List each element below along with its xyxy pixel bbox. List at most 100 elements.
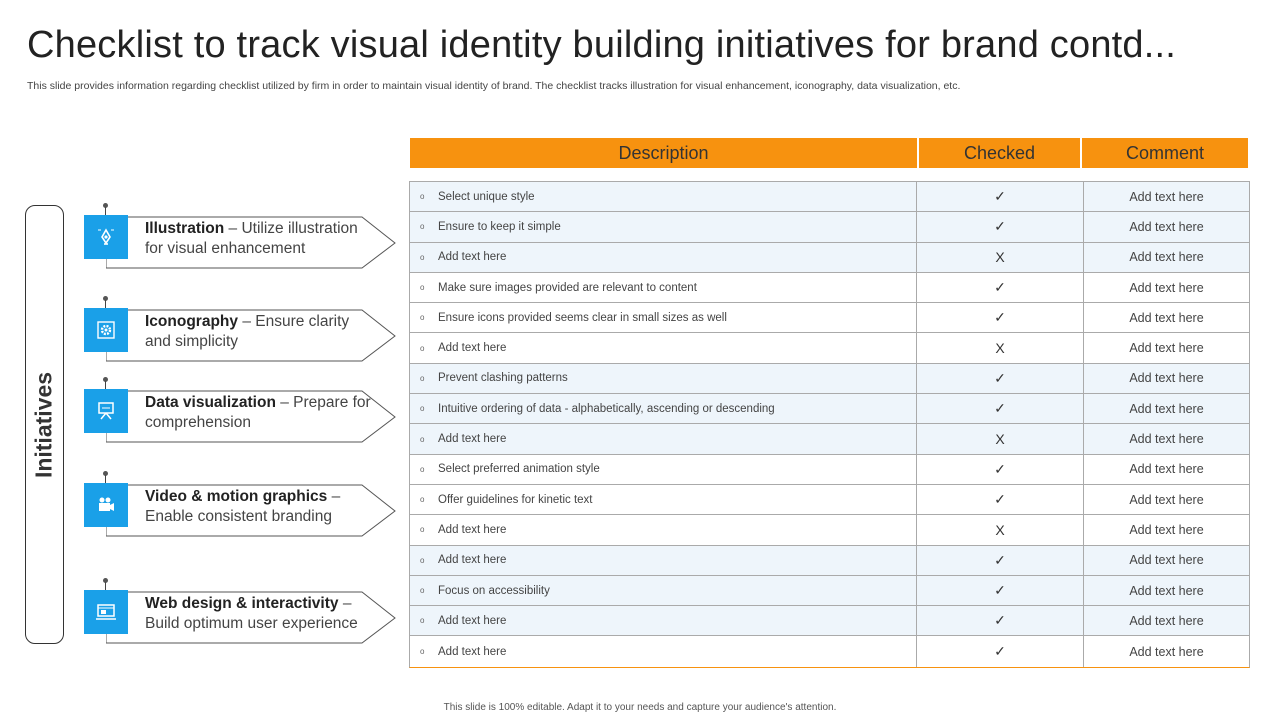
bullet-icon: o <box>420 586 425 595</box>
checked-cell: X <box>917 515 1084 545</box>
bullet-icon: o <box>420 283 425 293</box>
initiative-desc: – Utilize illustration for visual enhanc… <box>145 220 358 257</box>
desc-cell: o Add text here <box>410 333 917 363</box>
desc-cell: o Select unique style <box>410 182 917 212</box>
initiative-text: Data visualization – Prepare for compreh… <box>145 393 375 432</box>
desc-text: Intuitive ordering of data - alphabetica… <box>438 402 775 415</box>
desc-text: Add text here <box>438 433 507 446</box>
bullet-icon: o <box>420 464 425 474</box>
comment-cell: Add text here <box>1129 310 1204 325</box>
connector-line <box>105 381 106 389</box>
initiatives-bracket <box>25 205 64 644</box>
bullet-icon: o <box>420 343 425 353</box>
checked-cell: X <box>917 333 1084 363</box>
initiative-video-motion: Video & motion graphics – Enable consist… <box>84 471 396 538</box>
pen-tool-icon <box>84 215 128 259</box>
slide-title: Checklist to track visual identity build… <box>27 24 1177 66</box>
bullet-icon: o <box>420 373 425 383</box>
checked-cell: ✓ <box>917 272 1084 303</box>
desc-text: Ensure icons provided seems clear in sma… <box>438 311 727 324</box>
chevron-arrow-shape <box>106 390 396 443</box>
desc-text: Add text here <box>438 614 507 627</box>
desc-text: Prevent clashing patterns <box>438 372 568 385</box>
bullet-icon: o <box>420 252 425 262</box>
comment-cell: Add text here <box>1129 492 1204 507</box>
chevron-arrow-shape <box>106 484 396 537</box>
bullet-icon: o <box>420 222 425 232</box>
comment-cell: Add text here <box>1129 189 1204 204</box>
comment-cell: Add text here <box>1129 644 1204 659</box>
comment-cell: Add text here <box>1129 341 1204 356</box>
comment-cell: Add text here <box>1129 371 1204 386</box>
comment-cell: Add text here <box>1129 250 1204 265</box>
desc-text: Select unique style <box>438 190 535 203</box>
checked-cell: ✓ <box>917 636 1084 667</box>
initiative-desc: – Build optimum user experience <box>145 595 358 632</box>
desc-cell: o Prevent clashing patterns <box>410 363 917 394</box>
connector-line <box>105 300 106 308</box>
checked-cell: ✓ <box>917 394 1084 424</box>
web-design-icon <box>84 590 128 634</box>
initiative-text: Iconography – Ensure clarity and simplic… <box>145 312 375 351</box>
desc-text: Add text here <box>438 523 507 536</box>
bullet-icon: o <box>420 192 425 202</box>
bullet-icon: o <box>420 434 425 444</box>
desc-text: Select preferred animation style <box>438 463 600 476</box>
checked-cell: ✓ <box>917 454 1084 484</box>
checked-cell: ✓ <box>917 484 1084 515</box>
comment-cell: Add text here <box>1129 280 1204 295</box>
initiative-name: Illustration <box>145 220 225 237</box>
desc-cell: o Add text here <box>410 242 917 272</box>
initiative-desc: – Enable consistent branding <box>145 488 341 525</box>
initiative-desc: – Ensure clarity and simplicity <box>145 313 350 350</box>
desc-text: Add text here <box>438 342 507 355</box>
initiative-web-design: Web design & interactivity – Build optim… <box>84 578 396 645</box>
connector-line <box>105 582 106 590</box>
checked-cell: X <box>917 424 1084 454</box>
table-row: o Intuitive ordering of data - alphabetic… <box>410 394 1249 425</box>
initiative-text: Video & motion graphics – Enable consist… <box>145 487 375 526</box>
initiative-name: Data visualization <box>145 394 276 411</box>
gear-icon <box>84 308 128 352</box>
checked-cell: ✓ <box>917 545 1084 575</box>
bullet-icon: o <box>420 404 425 414</box>
desc-cell: o Add text here <box>410 424 917 454</box>
initiative-text: Web design & interactivity – Build optim… <box>145 594 375 633</box>
desc-cell: o Ensure to keep it simple <box>410 212 917 242</box>
desc-cell: o Intuitive ordering of data - alphabetic… <box>410 394 917 424</box>
checked-cell: X <box>917 242 1084 272</box>
table-row: o Add text here X Add text here <box>410 333 1249 364</box>
connector-dot <box>103 377 108 382</box>
comment-cell: Add text here <box>1129 401 1204 416</box>
checked-cell: ✓ <box>917 575 1084 606</box>
header-checked: Checked <box>919 138 1080 168</box>
chevron-arrow-shape <box>106 309 396 362</box>
bullet-icon: o <box>420 647 425 657</box>
initiative-desc: – Prepare for comprehension <box>145 394 371 431</box>
comment-cell: Add text here <box>1129 553 1204 568</box>
desc-text: Ensure to keep it simple <box>438 220 561 233</box>
slide-subtitle: This slide provides information regardin… <box>27 80 961 92</box>
checked-cell: ✓ <box>917 212 1084 242</box>
checked-cell: ✓ <box>917 303 1084 333</box>
connector-line <box>105 475 106 483</box>
header-comment: Comment <box>1082 138 1248 168</box>
initiative-name: Iconography <box>145 313 239 330</box>
desc-text: Add text here <box>438 251 507 264</box>
